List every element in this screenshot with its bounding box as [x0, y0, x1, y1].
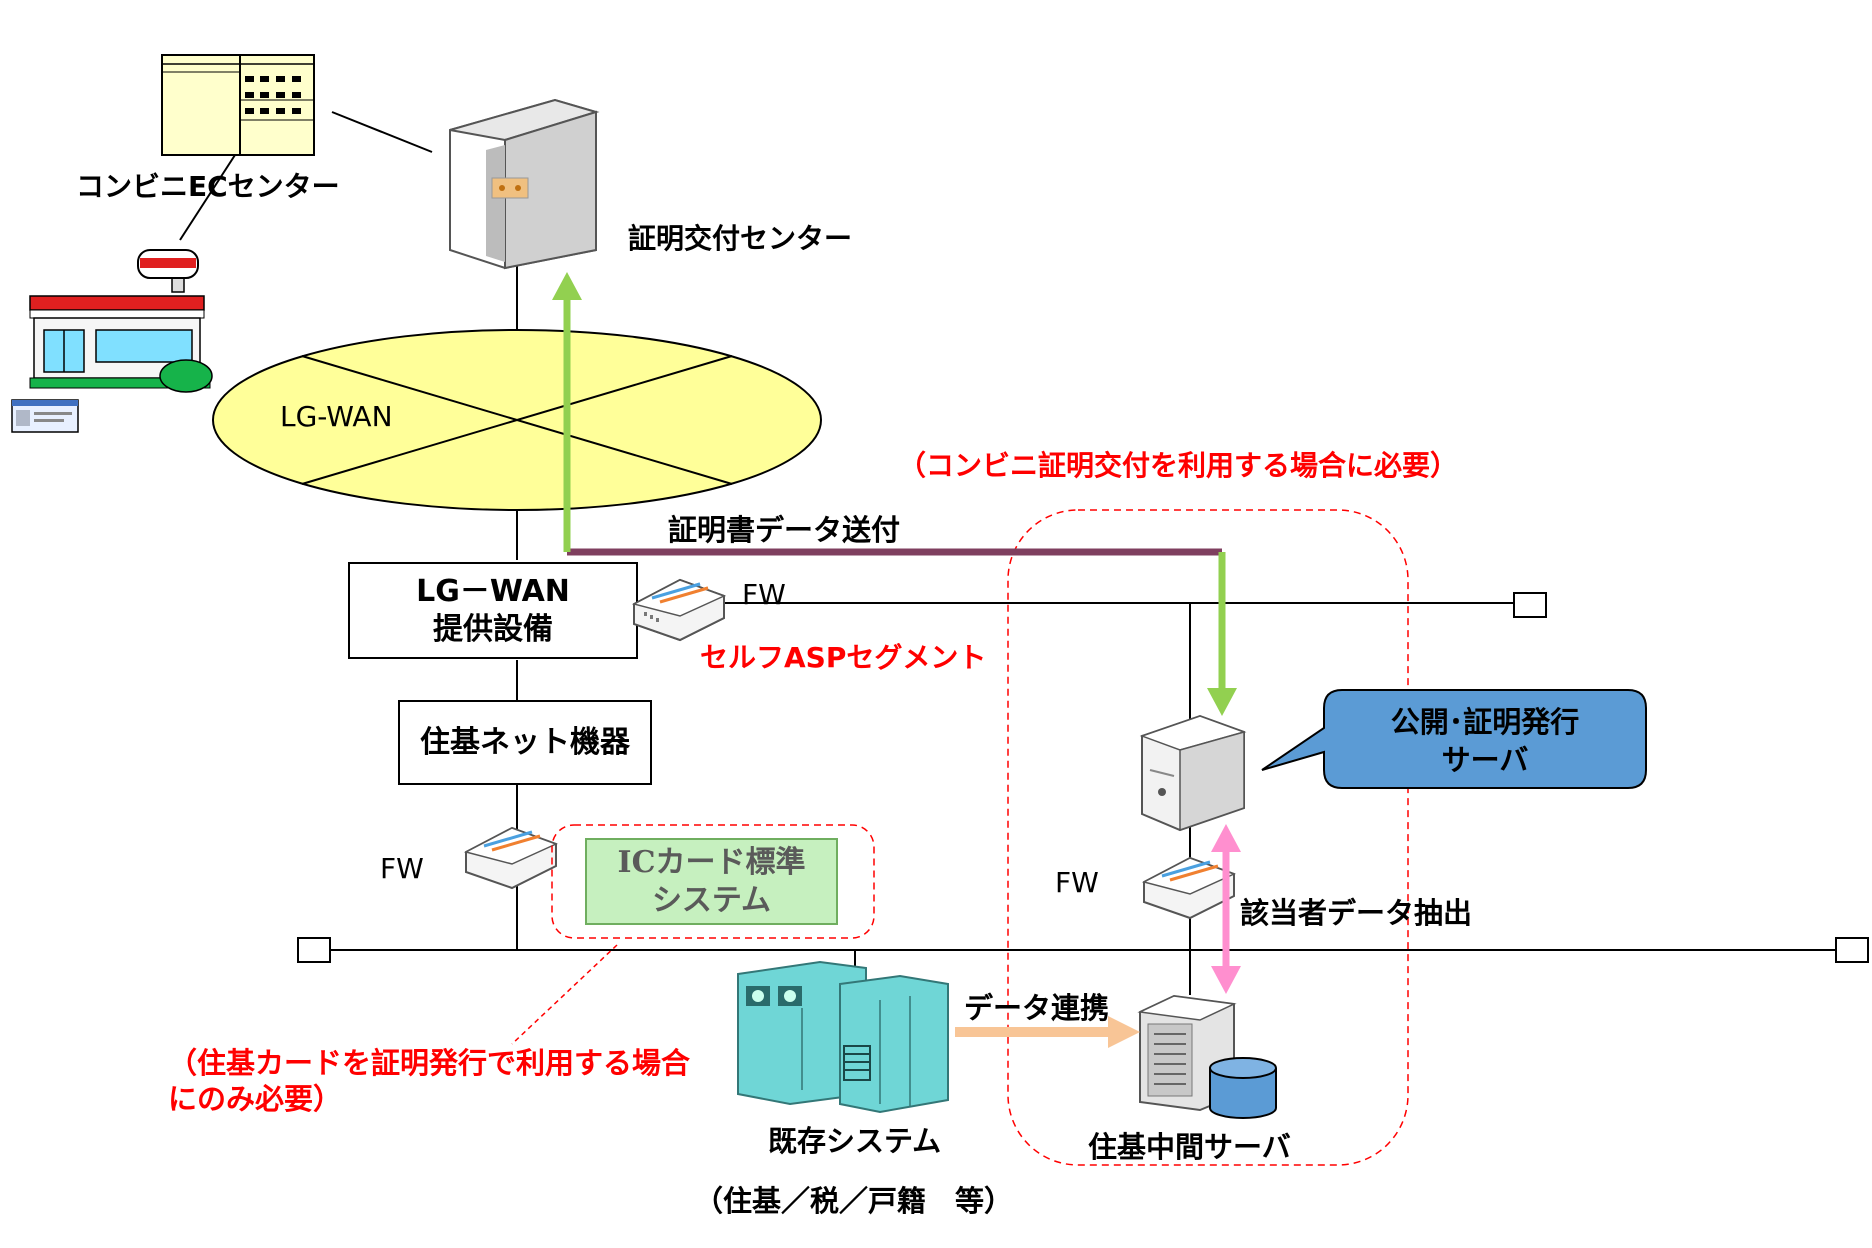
pink-double-arrow — [1211, 824, 1241, 994]
ic-card-label-1: ICカード標準 — [617, 844, 806, 880]
green-up-arrow — [552, 272, 582, 552]
juki-card-required-region — [551, 824, 875, 939]
firewall-router-icon — [1141, 856, 1236, 920]
self-asp-segment-label: セルフASPセグメント — [700, 641, 987, 674]
lg-wan-equipment-box: LG－WAN 提供設備 — [348, 562, 638, 659]
line-terminators — [297, 592, 1869, 963]
public-server-callout-text: 公開･証明発行 サーバ — [1330, 695, 1640, 787]
cert-data-send-label: 証明書データ送付 — [668, 513, 901, 547]
note-juki-card-label-2: にのみ必要） — [168, 1082, 343, 1116]
juki-net-equipment-label: 住基ネット機器 — [420, 724, 630, 760]
ic-card-system-box: ICカード標準 システム — [585, 838, 838, 925]
firewall-router-icon — [463, 826, 558, 890]
lg-wan-equipment-label-1: LG－WAN — [416, 573, 570, 609]
lg-wan-ring — [212, 329, 822, 511]
cert-center-label: 証明交付センター — [628, 222, 853, 255]
server-icon — [1139, 714, 1247, 832]
mainframe-icon — [737, 960, 949, 1114]
tower-server-icon — [449, 98, 600, 270]
database-cylinder-icon — [1209, 1057, 1277, 1119]
note-juki-card-label-1: （住基カードを証明発行で利用する場合 — [168, 1046, 691, 1080]
green-down-arrow — [1207, 552, 1237, 716]
public-server-callout — [1261, 689, 1647, 789]
existing-system-sub-label: （住基／税／戸籍 等） — [694, 1184, 1014, 1218]
juki-intermediate-server-label: 住基中間サーバ — [1088, 1130, 1291, 1164]
document-building-icon — [161, 54, 315, 156]
lg-wan-equipment-label-2: 提供設備 — [433, 611, 553, 647]
firewall-router-icon — [631, 578, 726, 642]
convenience-store-icon — [29, 249, 213, 393]
existing-system-label: 既存システム — [768, 1124, 942, 1158]
fw-left-label: FW — [380, 852, 424, 885]
lg-wan-label: LG-WAN — [280, 400, 393, 433]
orange-data-arrow — [955, 1016, 1140, 1048]
fw-right-label: FW — [1055, 866, 1099, 899]
juki-card-note-leader — [511, 944, 618, 1045]
note-combini-label: （コンビニ証明交付を利用する場合に必要） — [898, 449, 1459, 482]
applicable-data-extract-label: 該当者データ抽出 — [1240, 896, 1473, 930]
public-server-label-1: 公開･証明発行 — [1390, 705, 1580, 739]
combini-ec-center-label: コンビニECセンター — [76, 170, 340, 203]
juki-net-equipment-box: 住基ネット機器 — [398, 700, 652, 785]
fw-top-label: FW — [742, 578, 786, 611]
public-server-label-2: サーバ — [1441, 743, 1529, 777]
data-link-label: データ連携 — [964, 991, 1110, 1025]
ic-card-label-2: システム — [651, 882, 772, 918]
id-card-icon — [11, 399, 79, 433]
combini-required-region — [1007, 509, 1409, 1166]
